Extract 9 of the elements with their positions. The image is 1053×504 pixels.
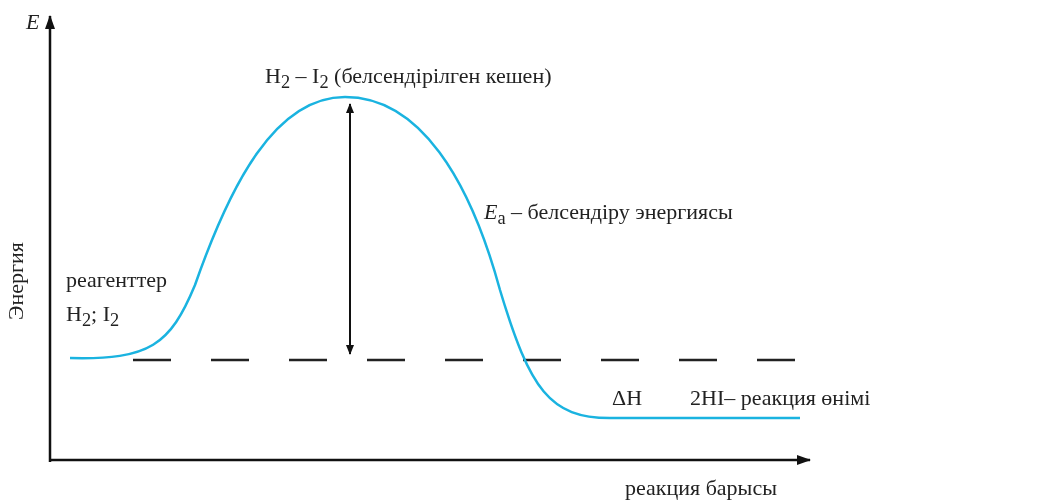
reactants-label: H$_{2}$; I$_{2}$ [66, 302, 120, 331]
activation-energy-label: E$_{a}$ – белсендіру энергиясы [484, 200, 733, 229]
axis-label: Энергия [4, 242, 29, 320]
axis-label: E [26, 10, 40, 35]
reactants-label: реагенттер [66, 268, 168, 293]
axis-label: реакция барысы [625, 476, 777, 501]
product-label: 2HI– реакция өнімі [690, 386, 871, 411]
enthalpy-label: ΔH [612, 386, 643, 411]
peak-label: H$_{2}$ – I$_{2}$ (белсендірілген кешен) [265, 64, 552, 93]
